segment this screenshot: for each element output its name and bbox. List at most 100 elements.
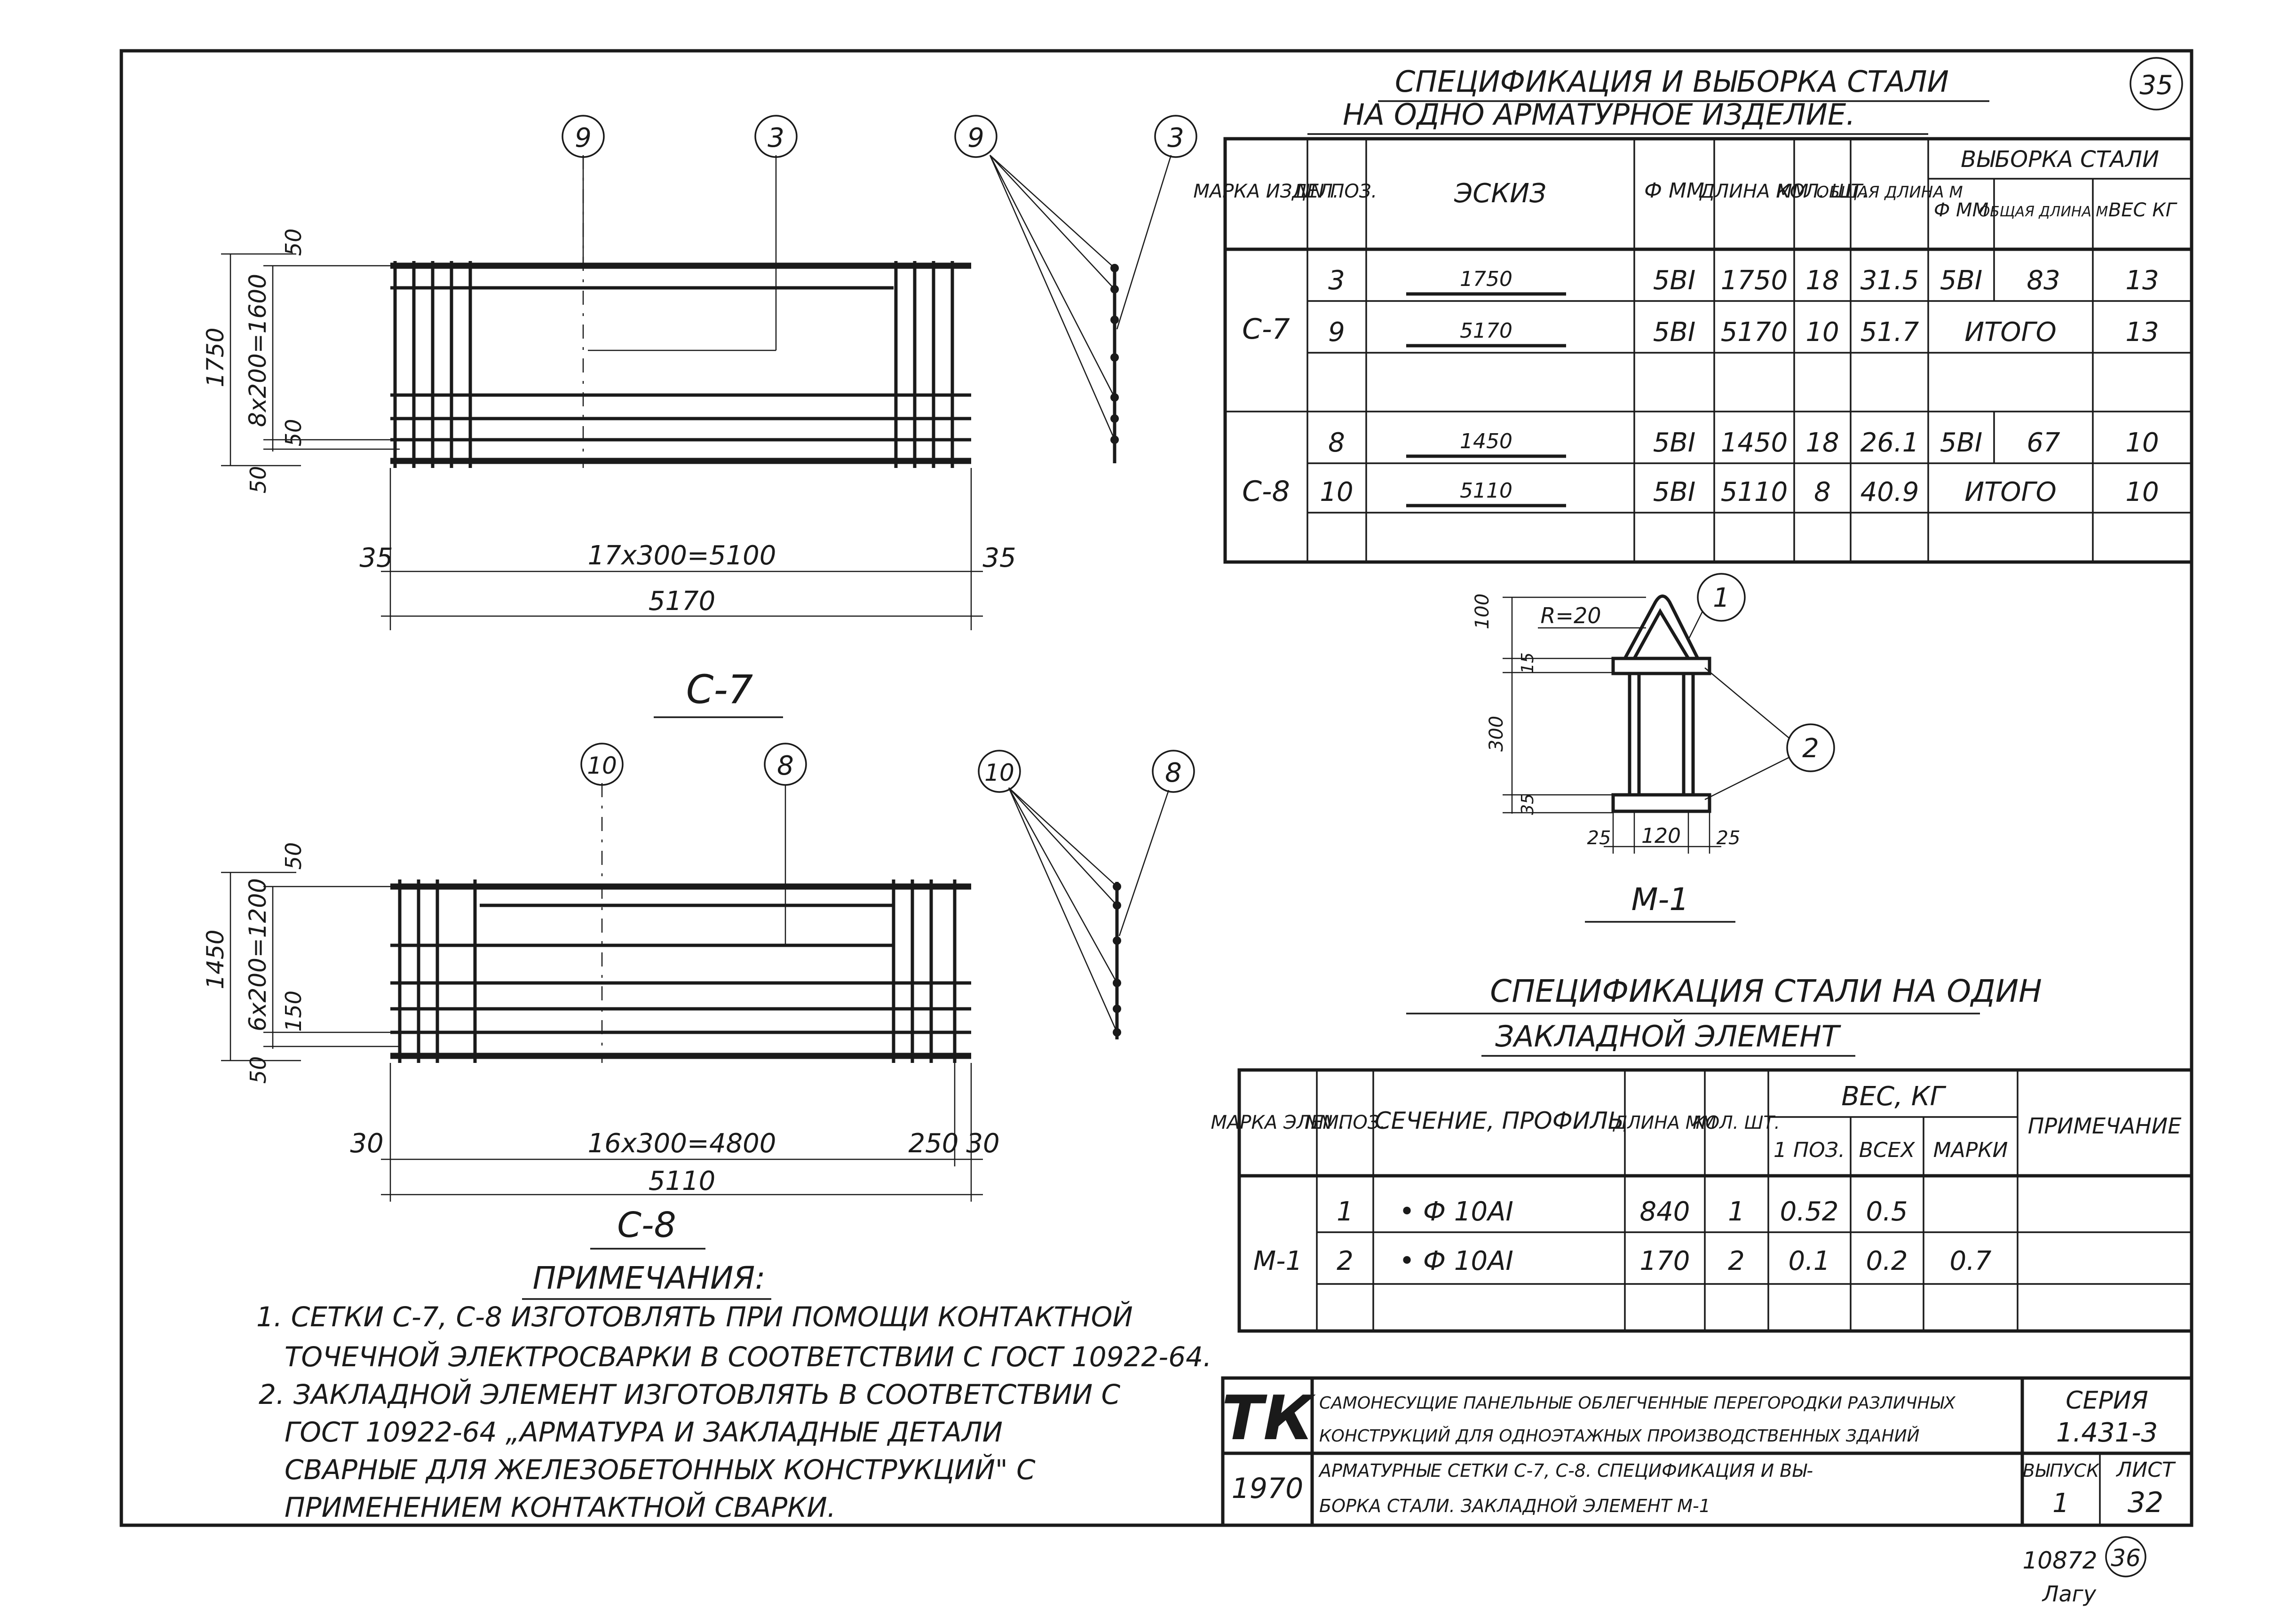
spec-c7-row2-dia: 5ВI — [1653, 317, 1696, 348]
spec-c7-row1-pos: 3 — [1328, 265, 1345, 296]
dim-m1-right: 25 — [1717, 827, 1741, 849]
spec-c8-row2-length: 5110 — [1721, 477, 1788, 507]
title-block-desc-2: КОНСТРУКЦИЙ ДЛЯ ОДНОЭТАЖНЫХ ПРОИЗВОДСТВЕ… — [1319, 1426, 1920, 1446]
dim-m1-radius: R=20 — [1540, 603, 1601, 628]
spec-c7-row2-total: 51.7 — [1860, 317, 1919, 348]
spec2-row2-pos: 2 — [1337, 1246, 1354, 1276]
dim-c7-left-end: 35 — [359, 543, 393, 573]
title-block-year: 1970 — [1232, 1472, 1304, 1505]
dim-c8-right-gap: 250 — [909, 1128, 959, 1159]
spec-c8-row2-qty: 8 — [1814, 477, 1831, 507]
callout-c7-side-pos9-label: 9 — [967, 123, 984, 153]
spec-header-sketch: ЭСКИЗ — [1454, 178, 1546, 209]
spec2-header-pos: NN ПОЗ. — [1305, 1112, 1385, 1133]
note-line-3: 2. ЗАКЛАДНОЙ ЭЛЕМЕНТ ИЗГОТОВЛЯТЬ В СООТВ… — [259, 1378, 1121, 1410]
spec-c8-row1-sketch: 1450 — [1460, 429, 1512, 453]
dim-m1-lower: 35 — [1518, 793, 1537, 815]
dim-m1-top: 100 — [1472, 594, 1493, 629]
callout-c8-pos10-label: 10 — [587, 752, 617, 779]
spec2-header-note: ПРИМЕЧАНИЕ — [2028, 1113, 2182, 1139]
signature: Лагу — [2042, 1581, 2097, 1607]
spec2-title-2: ЗАКЛАДНОЙ ЭЛЕМЕНТ — [1495, 1019, 1841, 1054]
note-line-2: ТОЧЕЧНОЙ ЭЛЕКТРОСВАРКИ В СООТВЕТСТВИИ С … — [285, 1340, 1211, 1373]
title-block-logo: ТК — [1222, 1382, 1316, 1454]
spec-c8-row1-sel-dia: 5ВI — [1940, 428, 1983, 458]
spec-table-title-2: НА ОДНО АРМАТУРНОЕ ИЗДЕЛИЕ. — [1343, 97, 1855, 132]
callout-c8-pos8-label: 8 — [777, 751, 794, 781]
embedded-element-m1-drawing: 100 R=20 15 300 35 25 120 25 1 2 М-1 — [1472, 573, 1835, 923]
spec-c7-row2-itogo: ИТОГО — [1964, 317, 2056, 348]
spec-c7-row1-qty: 18 — [1805, 265, 1839, 296]
callout-c8-side-pos10 — [978, 750, 1021, 793]
notes-block: ПРИМЕЧАНИЯ: 1. СЕТКИ С-7, С-8 ИЗГОТОВЛЯТ… — [256, 1260, 1211, 1523]
dim-c7-top-offset: 50 — [281, 229, 306, 256]
spec2-title-1: СПЕЦИФИКАЦИЯ СТАЛИ НА ОДИН — [1490, 973, 2042, 1009]
spec-table-title-1: СПЕЦИФИКАЦИЯ И ВЫБОРКА СТАЛИ — [1395, 64, 1949, 99]
callout-c7-side-pos3 — [1154, 115, 1197, 158]
spec-c7-row1-sel-dia: 5ВI — [1940, 265, 1983, 296]
spec2-header-qty: КОЛ. ШТ. — [1693, 1112, 1780, 1133]
inventory-stamp: 10872 36 Лагу — [2022, 1536, 2146, 1607]
callout-c8-side-pos10-label: 10 — [984, 759, 1014, 786]
spec2-row1-w-pos: 0.52 — [1780, 1196, 1839, 1227]
spec2-header-length: ДЛИНА ММ — [1613, 1112, 1717, 1133]
callout-c8-pos10 — [580, 743, 624, 786]
dim-c8-right-end: 30 — [966, 1128, 999, 1159]
spec-c7-row1-total: 31.5 — [1860, 265, 1919, 296]
spec-c8-row2-sel-weight: 10 — [2125, 477, 2159, 507]
spec-c8-row1-sel-total: 67 — [2027, 428, 2060, 458]
note-line-5: СВАРНЫЕ ДЛЯ ЖЕЛЕЗОБЕТОННЫХ КОНСТРУКЦИЙ" … — [285, 1453, 1036, 1486]
note-line-4: ГОСТ 10922-64 „АРМАТУРА И ЗАКЛАДНЫЕ ДЕТА… — [285, 1416, 1003, 1448]
title-block-sheet-2: БОРКА СТАЛИ. ЗАКЛАДНОЙ ЭЛЕМЕНТ М-1 — [1319, 1496, 1710, 1516]
dim-c7-spacing: 8x200=1600 — [244, 274, 271, 427]
dim-c7-height-total: 1750 — [202, 327, 229, 387]
callout-c7-pos3-label: 3 — [768, 123, 784, 153]
spec-c7-row1-sketch: 1750 — [1460, 267, 1512, 291]
spec-c7-row1-sel-total: 83 — [2027, 265, 2060, 296]
inventory-number: 10872 — [2022, 1547, 2097, 1574]
dim-c8-length-total: 5110 — [649, 1166, 716, 1196]
dim-m1-upper: 15 — [1518, 652, 1537, 674]
embedded-element-m1-title: М-1 — [1631, 881, 1689, 918]
sheet-number-text: 35 — [2139, 70, 2173, 101]
callout-c7-pos9 — [562, 115, 605, 158]
spec-header-sel-total: ОБЩАЯ ДЛИНА М — [1979, 204, 2108, 220]
dim-m1-left: 25 — [1587, 827, 1611, 849]
callout-m1-pos1 — [1697, 573, 1746, 622]
spec-c7-row1-length: 1750 — [1721, 265, 1788, 296]
spec-c8-row1-qty: 18 — [1805, 428, 1839, 458]
spec-header-pos: NN ПОЗ. — [1296, 181, 1377, 202]
spec2-row1-section: • Ф 10АI — [1399, 1196, 1513, 1227]
callout-c7-side-pos3-label: 3 — [1167, 123, 1184, 153]
spec-c8-row1-pos: 8 — [1328, 428, 1345, 458]
sheet-number: 35 — [2130, 57, 2183, 111]
spec-c7-row2-length: 5170 — [1721, 317, 1788, 348]
mesh-c7-title: С-7 — [686, 666, 753, 713]
dim-c8-height-total: 1450 — [202, 929, 229, 989]
spec2-header-weight: ВЕС, КГ — [1841, 1081, 1946, 1112]
spec-c7-row2-qty: 10 — [1805, 317, 1839, 348]
spec2-row2-length: 170 — [1640, 1246, 1690, 1276]
spec2-header-w-pos: 1 ПОЗ. — [1773, 1138, 1845, 1162]
sheet-frame — [119, 49, 2193, 1527]
dim-m1-height: 300 — [1486, 716, 1507, 752]
callout-m1-pos2-label: 2 — [1802, 733, 1819, 764]
spec-header-sel-dia: Ф ММ — [1934, 199, 1988, 221]
spec-header-total: ОБЩАЯ ДЛИНА М — [1816, 183, 1963, 202]
title-block-desc-1: САМОНЕСУЩИЕ ПАНЕЛЬНЫЕ ОБЛЕГЧЕННЫЕ ПЕРЕГО… — [1319, 1394, 1956, 1413]
spec2-row1-length: 840 — [1640, 1196, 1690, 1227]
spec-c7-row1-sel-weight: 13 — [2125, 265, 2159, 296]
spec2-row1-qty: 1 — [1728, 1196, 1745, 1227]
spec-c8-row1-length: 1450 — [1721, 428, 1788, 458]
spec-header-selection: ВЫБОРКА СТАЛИ — [1961, 146, 2159, 173]
spec2-row2-section: • Ф 10АI — [1399, 1246, 1513, 1276]
title-block-series-value: 1.431-3 — [2056, 1418, 2158, 1448]
spec-c8-row2-sketch: 5110 — [1460, 479, 1512, 503]
title-block-issue-value: 1 — [2052, 1488, 2069, 1519]
dim-c7-right-end: 35 — [982, 543, 1016, 573]
title-block-sheet-1: АРМАТУРНЫЕ СЕТКИ С-7, С-8. СПЕЦИФИКАЦИЯ … — [1318, 1460, 1813, 1481]
mesh-c8-drawing: 10 8 10 8 1450 6x200=1200 50 150 50 — [202, 743, 1195, 1250]
spec2-header-w-all: ВСЕХ — [1859, 1138, 1916, 1162]
spec-c8-row1-sel-weight: 10 — [2125, 428, 2159, 458]
